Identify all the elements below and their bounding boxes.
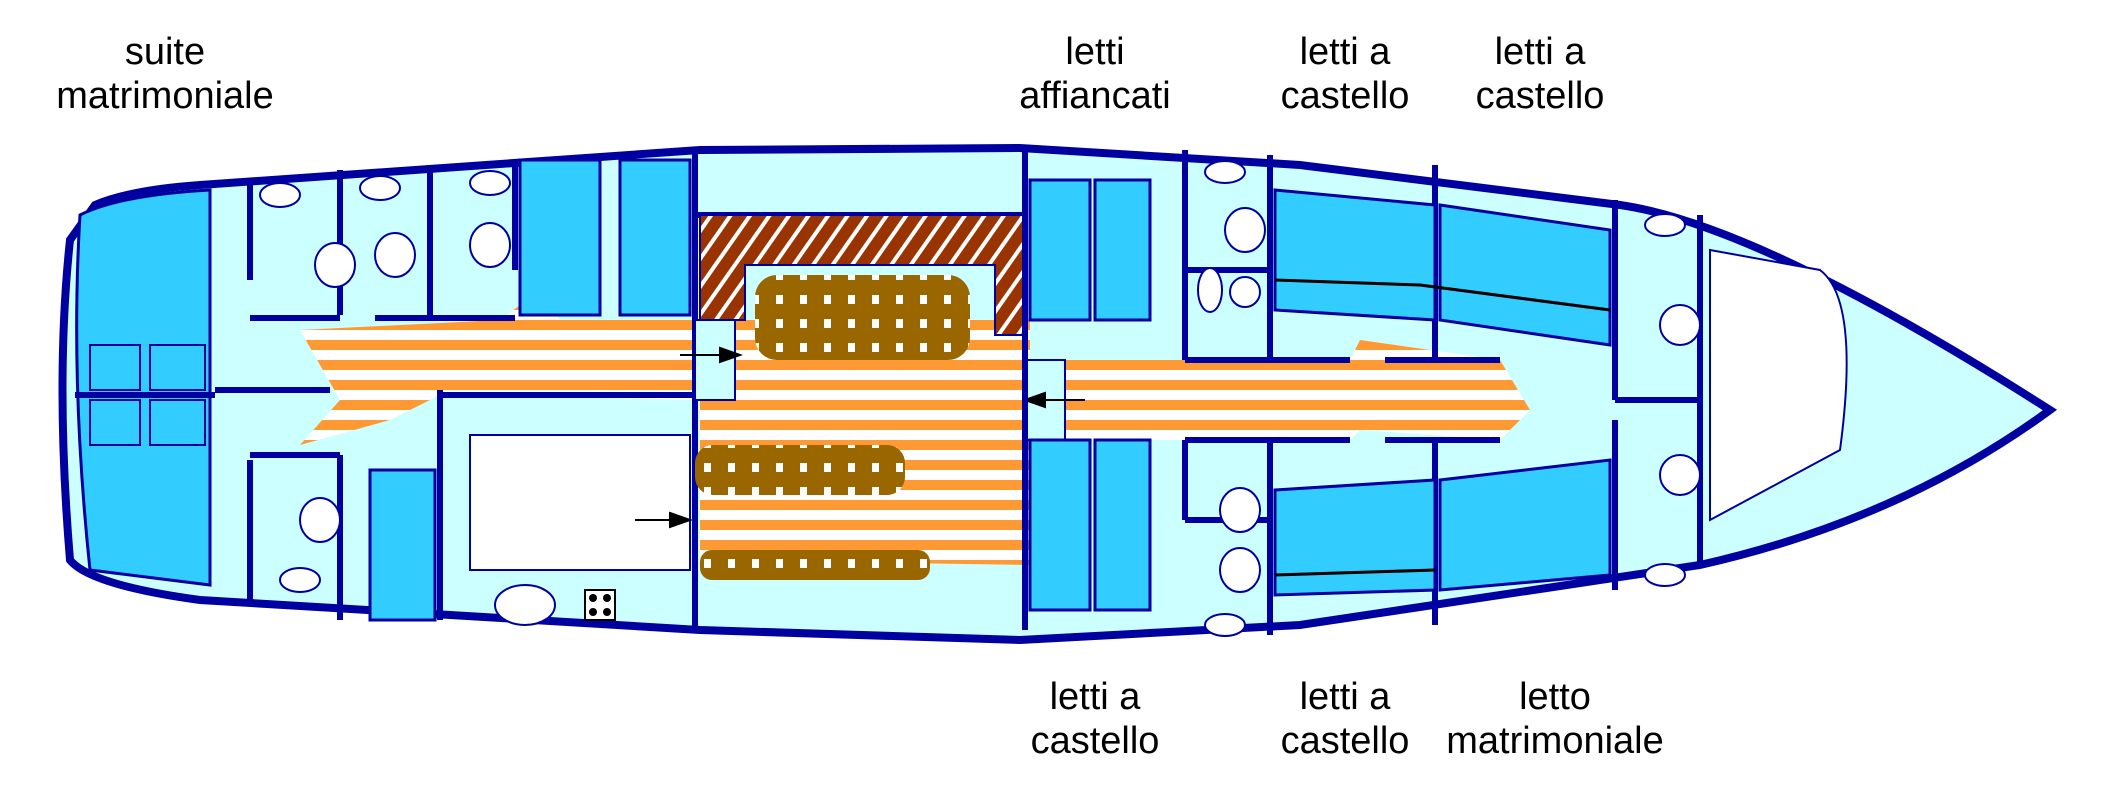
label-letti-castello-bottom-1: letti a castello xyxy=(1031,675,1160,763)
label-line: matrimoniale xyxy=(56,75,274,117)
aft-bunk xyxy=(618,158,692,317)
bunk-line xyxy=(1274,278,1611,312)
stairs xyxy=(694,319,736,401)
bunk xyxy=(1438,203,1612,347)
arrow-icon xyxy=(635,511,694,529)
toilets xyxy=(1197,160,1701,637)
saloon-table xyxy=(700,550,930,580)
label-line: letto xyxy=(1519,676,1591,718)
label-line: affiancati xyxy=(1019,75,1171,117)
pillow xyxy=(149,399,206,446)
bunk xyxy=(1093,438,1152,612)
saloon-table xyxy=(695,445,905,495)
bunk xyxy=(1028,178,1092,322)
forepeak xyxy=(1709,248,1848,522)
toilets xyxy=(259,170,556,626)
label-letti-affiancati: letti affiancati xyxy=(1019,30,1170,118)
pillow xyxy=(89,344,141,391)
label-line: letti a xyxy=(1299,31,1391,73)
label-line: letti a xyxy=(1049,676,1141,718)
saloon-table xyxy=(755,275,970,360)
label-line: castello xyxy=(1475,75,1605,117)
stove-icon xyxy=(584,589,616,621)
bunk xyxy=(1093,178,1152,322)
label-line: letti a xyxy=(1299,676,1391,718)
label-letti-castello-bottom-2: letti a castello xyxy=(1281,675,1410,763)
arrow-icon xyxy=(1021,391,1085,409)
bunk xyxy=(1273,478,1437,597)
aft-bunk xyxy=(368,468,437,622)
galley-counter xyxy=(469,434,691,571)
label-line: letti a xyxy=(1494,31,1586,73)
pillow xyxy=(89,399,141,446)
label-line: castello xyxy=(1030,720,1160,762)
label-line: castello xyxy=(1280,720,1410,762)
pillow xyxy=(149,344,206,391)
arrow-icon xyxy=(680,346,744,364)
label-suite-matrimoniale: suite matrimoniale xyxy=(56,30,274,118)
label-line: suite xyxy=(124,31,206,73)
bunk xyxy=(1273,188,1437,322)
label-letti-castello-top-2: letti a castello xyxy=(1476,30,1605,118)
label-letto-matrimoniale: letto matrimoniale xyxy=(1446,675,1664,763)
label-line: matrimoniale xyxy=(1446,720,1664,762)
corridor xyxy=(300,290,1530,565)
label-letti-castello-top-1: letti a castello xyxy=(1281,30,1410,118)
label-line: letti xyxy=(1065,31,1125,73)
bunk xyxy=(1028,438,1092,612)
aft-suite-bed xyxy=(75,188,212,587)
bunk-line xyxy=(1274,568,1436,577)
label-line: castello xyxy=(1280,75,1410,117)
bed-double xyxy=(1438,458,1612,592)
aft-bunk xyxy=(518,158,602,317)
